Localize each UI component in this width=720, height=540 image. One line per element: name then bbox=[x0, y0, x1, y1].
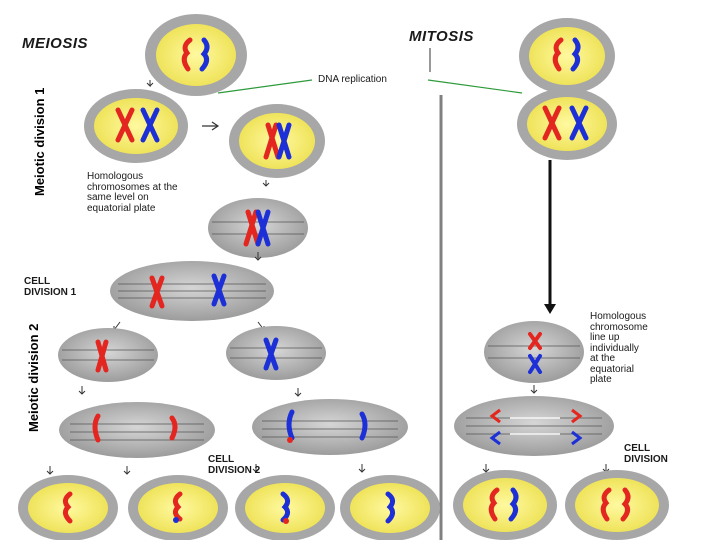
meiosis-anaphase-1-cell bbox=[110, 261, 274, 321]
down-arrow-icon bbox=[46, 466, 54, 475]
meiotic-division-2-label: Meiotic division 2 bbox=[26, 323, 41, 432]
mitosis-daughter-cell-1 bbox=[453, 470, 557, 540]
down-arrow-icon bbox=[262, 180, 270, 187]
meiosis-anaphase-2-cell-left bbox=[59, 402, 215, 458]
cell-division-mitosis-label: CELL DIVISION bbox=[624, 443, 668, 465]
down-arrow-icon bbox=[78, 386, 86, 395]
meiosis-anaphase-2-cell-right bbox=[252, 399, 408, 455]
meiosis-daughter-cell-1 bbox=[18, 475, 118, 540]
right-arrow-icon bbox=[202, 121, 220, 131]
meiosis-parent-cell bbox=[145, 14, 247, 96]
cell-division-2-label: CELL DIVISION 2 bbox=[208, 454, 261, 476]
meiosis-daughter-cell-2 bbox=[128, 475, 228, 540]
meiosis-daughter-cell-3 bbox=[235, 475, 335, 540]
cell-division-1-label: CELL DIVISION 1 bbox=[24, 276, 77, 298]
meiosis-2-cell-right bbox=[226, 326, 326, 380]
meiosis-pairing-cell bbox=[229, 104, 325, 178]
mitosis-parent-cell bbox=[519, 18, 615, 94]
down-arrow-icon bbox=[358, 464, 366, 473]
homologous-meiosis-label: Homologous chromosomes at the same level… bbox=[87, 171, 178, 214]
dna-replication-label: DNA replication bbox=[316, 74, 389, 86]
down-arrow-icon bbox=[254, 252, 262, 261]
mitosis-equatorial-cell bbox=[484, 321, 584, 383]
mitosis-anaphase-cell bbox=[454, 396, 614, 456]
meiosis-title: MEIOSIS bbox=[22, 35, 89, 52]
down-arrow-icon bbox=[482, 464, 490, 473]
meiosis-daughter-cell-4 bbox=[340, 475, 440, 540]
dna-replication-connector bbox=[217, 48, 523, 94]
mitosis-daughter-cell-2 bbox=[565, 470, 669, 540]
down-arrow-icon bbox=[294, 388, 302, 397]
meiosis-2-cell-left bbox=[58, 328, 158, 382]
mitosis-replicated-cell bbox=[517, 88, 617, 160]
meiosis-equatorial-cell bbox=[208, 198, 308, 258]
down-arrow-icon bbox=[146, 80, 154, 88]
meiosis-replicated-cell bbox=[84, 89, 188, 163]
homologous-mitosis-label: Homologous chromosome line up individual… bbox=[590, 311, 648, 385]
down-arrow-icon bbox=[123, 466, 131, 475]
down-arrow-icon bbox=[252, 464, 260, 473]
down-arrow-icon bbox=[544, 160, 556, 314]
meiotic-division-1-label: Meiotic division 1 bbox=[32, 87, 47, 196]
down-arrow-icon bbox=[530, 385, 538, 394]
mitosis-title: MITOSIS bbox=[409, 28, 474, 45]
